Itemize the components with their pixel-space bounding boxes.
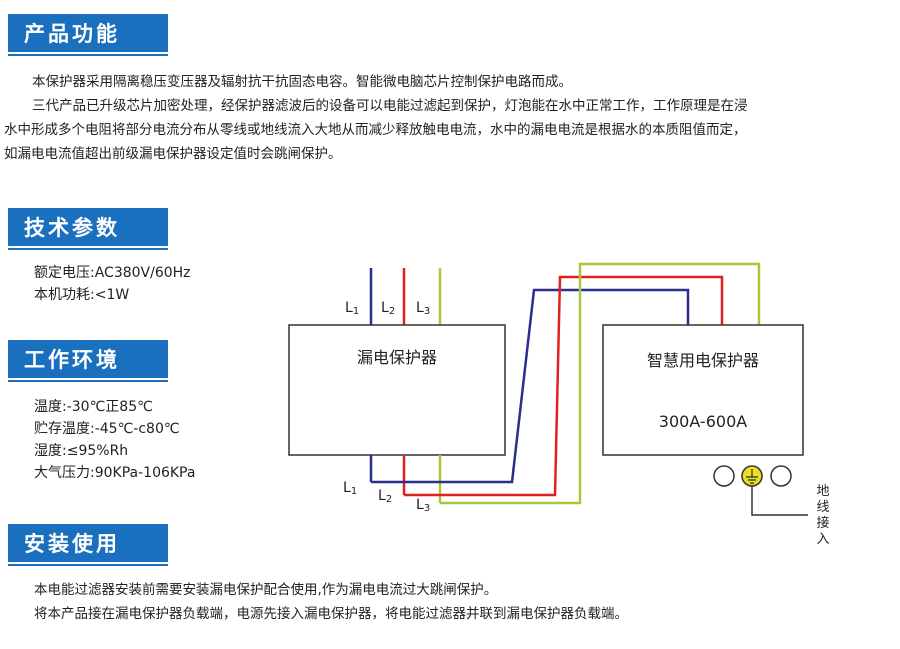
- spec-item: 湿度:≤95%Rh: [34, 443, 129, 459]
- ground-symbol-icon: [746, 469, 758, 484]
- leakage-box-label: 漏电保护器: [357, 348, 437, 367]
- phase-label-top: L3: [416, 300, 430, 317]
- phase-label-bottom: L3: [416, 497, 430, 514]
- leakage-protector-box: [288, 324, 506, 456]
- wire-l1-route: [371, 288, 690, 484]
- ground-label: 地 线 接 入: [816, 484, 829, 547]
- smart-box-rating: 300A-600A: [659, 412, 747, 431]
- phase-label-top: L1: [345, 300, 359, 317]
- section-header-env: 工作环境: [8, 340, 168, 382]
- text-line: 本保护器采用隔离稳压变压器及辐射抗干抗固态电容。智能微电脑芯片控制保护电路而成。: [32, 74, 572, 90]
- section-header-tech: 技术参数: [8, 208, 168, 250]
- smart-protector-box: [602, 324, 804, 456]
- spec-item: 本机功耗:<1W: [34, 287, 130, 303]
- wire-l3-route: [440, 262, 761, 505]
- spec-item: 大气压力:90KPa-106KPa: [34, 465, 196, 481]
- phase-label-bottom: L2: [378, 488, 392, 505]
- smart-box-label: 智慧用电保护器: [647, 351, 759, 370]
- section-title: 工作环境: [24, 348, 120, 372]
- phase-label-bottom: L1: [343, 480, 357, 497]
- text-line: 将本产品接在漏电保护器负载端，电源先接入漏电保护器，将电能过滤器并联到漏电保护器…: [34, 606, 628, 622]
- svg-text:线: 线: [816, 500, 829, 515]
- text-line: 如漏电电流值超出前级漏电保护器设定值时会跳闸保护。: [4, 146, 342, 162]
- section-header-install: 安装使用: [8, 524, 168, 566]
- spec-item: 温度:-30℃正85℃: [34, 399, 153, 415]
- tech-specs: 额定电压:AC380V/60Hz 本机功耗:<1W: [34, 262, 191, 306]
- ground-wire: [751, 486, 808, 516]
- svg-text:入: 入: [816, 532, 829, 547]
- phase-label-top: L2: [381, 300, 395, 317]
- text-line: 水中形成多个电阻将部分电流分布从零线或地线流入大地从而减少释放触电电流，水中的漏…: [4, 122, 747, 138]
- wire-l2-route: [404, 275, 724, 497]
- section-title: 安装使用: [24, 532, 120, 556]
- spec-item: 额定电压:AC380V/60Hz: [34, 265, 191, 281]
- terminal-right: [770, 465, 792, 487]
- section-title: 技术参数: [24, 216, 120, 240]
- spec-item: 贮存温度:-45℃-c80℃: [34, 421, 180, 437]
- text-line: 本电能过滤器安装前需要安装漏电保护配合使用,作为漏电电流过大跳闸保护。: [34, 582, 498, 598]
- install-text: 本电能过滤器安装前需要安装漏电保护配合使用,作为漏电电流过大跳闸保护。 将本产品…: [34, 578, 894, 626]
- text-line: 三代产品已升级芯片加密处理，经保护器滤波后的设备可以电能过滤起到保护，灯泡能在水…: [32, 98, 748, 114]
- svg-text:地: 地: [816, 484, 829, 499]
- terminal-left: [713, 465, 735, 487]
- section-title: 产品功能: [24, 22, 120, 46]
- env-specs: 温度:-30℃正85℃ 贮存温度:-45℃-c80℃ 湿度:≤95%Rh 大气压…: [34, 396, 195, 484]
- function-text: 本保护器采用隔离稳压变压器及辐射抗干抗固态电容。智能微电脑芯片控制保护电路而成。…: [4, 70, 900, 166]
- section-header-function: 产品功能: [8, 14, 168, 56]
- svg-text:接: 接: [816, 515, 829, 531]
